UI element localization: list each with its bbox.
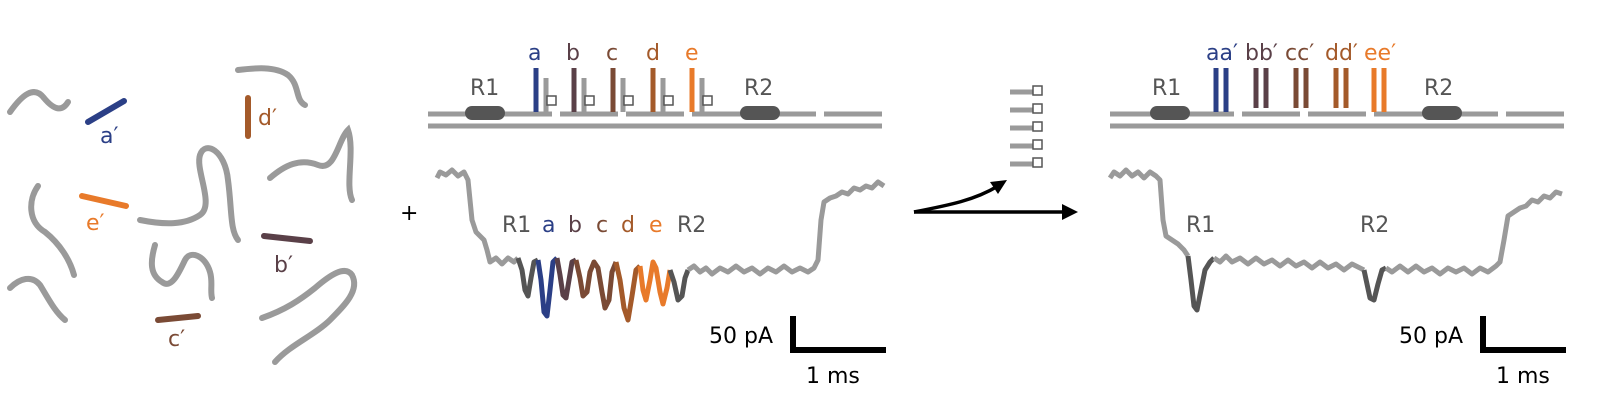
probe-b xyxy=(571,68,595,112)
gray-strand xyxy=(148,242,215,301)
top-label-ee-prime: ee′ xyxy=(1364,41,1396,66)
probe-c xyxy=(610,68,634,112)
label-b-prime: b′ xyxy=(274,253,293,278)
trace-d-dip xyxy=(613,261,642,323)
scale-label-current: 50 pA xyxy=(1399,324,1463,349)
current-trace-middle xyxy=(434,167,886,323)
scale-label-time: 1 ms xyxy=(806,364,860,389)
trace-labels-middle: R1 a b c d e R2 xyxy=(502,213,706,238)
gray-strand xyxy=(259,267,358,365)
trace-r2-dip xyxy=(1361,265,1388,303)
scale-bar-right: 50 pA 1 ms xyxy=(1399,316,1566,389)
trace-label-r2: R2 xyxy=(677,213,706,238)
strand-b-prime xyxy=(261,233,313,244)
strand-c-prime xyxy=(155,313,201,323)
top-label-dd-prime: dd′ xyxy=(1325,41,1358,66)
trace-label-e: e xyxy=(649,213,663,238)
scale-bar-middle: 50 pA 1 ms xyxy=(709,316,886,389)
current-trace-right xyxy=(1107,167,1563,313)
trace-c-dip xyxy=(573,259,619,311)
label-a-prime: a′ xyxy=(100,124,118,149)
label-d-prime: d′ xyxy=(258,106,277,131)
r2-block xyxy=(1422,106,1462,120)
strand-a-prime xyxy=(85,98,127,125)
gray-strand xyxy=(28,183,77,278)
top-label-c: c xyxy=(606,41,618,66)
top-label-aa-prime: aa′ xyxy=(1206,41,1238,66)
r1-block xyxy=(465,106,505,120)
carrier-schematic-right: R1 R2 aa′ bb′ cc′ dd′ ee′ xyxy=(1110,41,1564,129)
r1-label: R1 xyxy=(1152,76,1181,101)
reaction-arrows xyxy=(913,180,1078,220)
trace-label-c: c xyxy=(596,213,608,238)
trace-e-dip xyxy=(637,259,673,307)
trace-baseline-left xyxy=(1107,167,1191,258)
plus-sign: + xyxy=(400,201,418,226)
top-label-bb-prime: bb′ xyxy=(1245,41,1278,66)
strand-e-prime xyxy=(79,193,129,209)
trace-label-r1: R1 xyxy=(1186,213,1215,238)
r1-block xyxy=(1150,106,1190,120)
gray-strand xyxy=(7,275,68,323)
trace-label-b: b xyxy=(568,213,582,238)
r2-label: R2 xyxy=(1424,76,1453,101)
trace-r1-dip xyxy=(1185,255,1216,313)
trace-r2-dip xyxy=(667,269,691,303)
r2-block xyxy=(740,106,780,120)
carrier-schematic-middle: R1 R2 a b c d e xyxy=(428,41,882,129)
branch-arrow xyxy=(913,184,999,214)
label-c-prime: c′ xyxy=(168,327,185,352)
probe-e xyxy=(689,68,713,112)
gray-strand xyxy=(7,89,71,115)
released-probes xyxy=(1010,85,1043,168)
top-label-e: e xyxy=(685,41,699,66)
trace-label-r1: R1 xyxy=(502,213,531,238)
trace-baseline-left xyxy=(434,167,520,267)
r1-label: R1 xyxy=(470,76,499,101)
probe-a xyxy=(533,68,557,112)
trace-baseline-mid xyxy=(1212,253,1366,273)
trace-r1-dip xyxy=(515,257,540,299)
top-label-b: b xyxy=(566,41,580,66)
complement-strands xyxy=(79,95,313,323)
top-label-cc-prime: cc′ xyxy=(1285,41,1314,66)
trace-baseline-right xyxy=(1384,189,1563,277)
trace-b-dip xyxy=(554,257,578,301)
gray-strand xyxy=(137,145,241,243)
scale-label-current: 50 pA xyxy=(709,324,773,349)
r2-label: R2 xyxy=(744,76,773,101)
probe-d xyxy=(650,68,674,112)
label-e-prime: e′ xyxy=(86,211,105,236)
gray-strand xyxy=(267,124,355,203)
top-label-a: a xyxy=(528,41,541,66)
free-strands-panel xyxy=(7,65,358,365)
gray-strand xyxy=(235,65,308,108)
trace-label-r2: R2 xyxy=(1360,213,1389,238)
trace-label-a: a xyxy=(542,213,555,238)
trace-baseline-right xyxy=(686,179,886,277)
trace-a-dip xyxy=(535,256,559,319)
top-label-d: d xyxy=(646,41,660,66)
scale-label-time: 1 ms xyxy=(1496,364,1550,389)
trace-label-d: d xyxy=(621,213,635,238)
